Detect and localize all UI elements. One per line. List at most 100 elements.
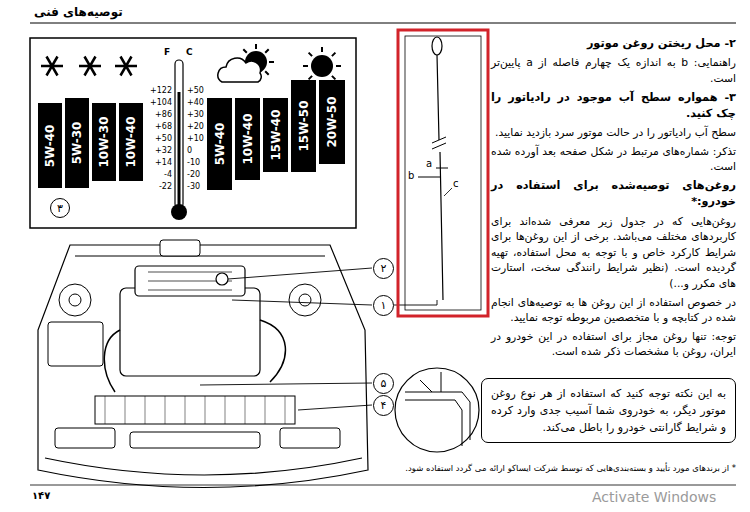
level-mark bbox=[418, 177, 441, 178]
header-rule bbox=[30, 23, 736, 24]
watermark: Activate Windows bbox=[592, 489, 716, 506]
section-heading: روغن‌های توصیه‌شده برای استفاده در خودرو… bbox=[491, 178, 736, 211]
thermometer-bulb bbox=[171, 204, 187, 220]
celsius-value: -10 bbox=[187, 158, 200, 168]
oil-grade-label: 5W-30 bbox=[70, 122, 84, 165]
fahrenheit-value: +122 bbox=[150, 86, 172, 96]
sun-icon bbox=[311, 55, 333, 77]
oil-grade-label: 15W-40 bbox=[269, 109, 283, 160]
callout-number: ۱ bbox=[373, 295, 394, 316]
fahrenheit-value: +86 bbox=[155, 110, 172, 120]
hood-edge bbox=[75, 256, 325, 257]
oil-grade-label: 10W-30 bbox=[97, 116, 111, 167]
scale-unit: F bbox=[164, 47, 170, 58]
strut-tower bbox=[289, 284, 321, 316]
warning-text: به این نکته توجه کنید که استفاده از هر ن… bbox=[491, 385, 726, 436]
footer-rule bbox=[30, 485, 736, 486]
cylinder-head-cover bbox=[135, 266, 245, 296]
page-number: ۱۴۷ bbox=[32, 490, 50, 502]
detail-lines bbox=[405, 372, 470, 446]
oil-grade-label: 20W-50 bbox=[325, 96, 339, 147]
oil-grade-label: 5W-40 bbox=[213, 123, 227, 166]
thermometer-tube bbox=[175, 60, 183, 208]
level-mark bbox=[436, 168, 448, 169]
coolant-tank bbox=[160, 240, 200, 256]
mark-leader bbox=[444, 188, 452, 196]
celsius-value: -30 bbox=[187, 182, 200, 192]
oil-grade-bar: 10W-30 bbox=[91, 103, 117, 181]
car-body-outline bbox=[38, 245, 368, 488]
fahrenheit-value: +104 bbox=[150, 98, 172, 108]
fahrenheit-value: -22 bbox=[159, 182, 172, 192]
dipstick-frame bbox=[405, 36, 481, 310]
text-column: ۲- محل ریختن روغن موتور راهنمایی: b به ان… bbox=[491, 36, 736, 363]
snowflake-icon bbox=[79, 57, 101, 76]
chart-frame bbox=[30, 38, 356, 228]
snowflake-icon bbox=[41, 57, 63, 76]
oil-grade-bar: 20W-50 bbox=[318, 80, 346, 164]
oil-grade-bar: 10W-40 bbox=[118, 103, 144, 181]
oil-grade-bar: 5W-40 bbox=[37, 103, 63, 188]
oil-filler-cap bbox=[216, 273, 228, 285]
callout-number: ۵ bbox=[373, 373, 394, 394]
strut-top bbox=[299, 294, 311, 306]
body-text: راهنمایی: b به اندازه یک چهارم فاصله از … bbox=[491, 55, 736, 86]
fahrenheit-value: +68 bbox=[155, 122, 172, 132]
oil-grade-bar: 15W-50 bbox=[290, 80, 317, 172]
callout-number: ۲ bbox=[373, 258, 394, 279]
warning-box: به این نکته توجه کنید که استفاده از هر ن… bbox=[481, 378, 736, 443]
celsius-value: -20 bbox=[187, 170, 200, 180]
section-heading: ۳- همواره سطح آب موجود در رادیاتور را چک… bbox=[491, 90, 736, 123]
thermometer-mercury bbox=[178, 92, 181, 208]
section-heading: ۲- محل ریختن روغن موتور bbox=[491, 36, 736, 52]
dipstick-ring bbox=[432, 37, 442, 55]
celsius-value: +30 bbox=[187, 110, 204, 120]
headlight bbox=[55, 428, 115, 448]
dipstick-mark: a bbox=[426, 158, 432, 170]
callout-number: ۴ bbox=[373, 395, 394, 416]
dipstick-mark: c bbox=[453, 178, 459, 190]
snowflake-icon bbox=[115, 57, 137, 76]
fahrenheit-value: +32 bbox=[155, 146, 172, 156]
fahrenheit-value: -4 bbox=[164, 170, 172, 180]
cover-ribs bbox=[148, 272, 232, 290]
callout-digit: ۳ bbox=[57, 203, 63, 214]
callout-digit: ۱ bbox=[381, 300, 387, 311]
fahrenheit-value: +50 bbox=[155, 134, 172, 144]
oil-grade-bar: 5W-30 bbox=[64, 98, 90, 188]
oil-grade-label: 5W-40 bbox=[43, 124, 57, 167]
fahrenheit-value: +14 bbox=[155, 158, 172, 168]
dipstick-mark: b bbox=[408, 170, 414, 182]
celsius-value: +20 bbox=[187, 122, 204, 132]
body-text: توجه: تنها روغن مجاز برای استفاده در این… bbox=[491, 329, 736, 360]
strut-tower bbox=[59, 284, 91, 316]
celsius-value: +10 bbox=[187, 134, 204, 144]
oil-grade-label: 15W-50 bbox=[297, 100, 311, 151]
battery bbox=[48, 322, 103, 366]
dipstick-leader bbox=[394, 300, 437, 305]
callout-number: ۳ bbox=[50, 198, 70, 218]
radiator bbox=[95, 396, 295, 424]
body-text: در خصوص استفاده از این روغن ها به توصیه‌… bbox=[491, 295, 736, 326]
oil-grade-bar: 10W-40 bbox=[234, 98, 261, 180]
celsius-value: +50 bbox=[187, 86, 204, 96]
detail-inset bbox=[395, 368, 479, 452]
headlight bbox=[280, 428, 340, 448]
callout-digit: ۲ bbox=[381, 263, 387, 274]
scale-unit: C bbox=[186, 47, 193, 58]
footnote: * از برندهای مورد تأیید و بسته‌بندی‌هایی… bbox=[405, 463, 736, 473]
celsius-value: +40 bbox=[187, 98, 204, 108]
body-text: روغن‌هایی که در جدول زیر معرفی شده‌اند ب… bbox=[491, 214, 736, 292]
page-header: توصیه‌های فنی bbox=[34, 5, 123, 19]
grille bbox=[130, 432, 260, 448]
hoses bbox=[104, 320, 285, 392]
body-text: تذکر: شماره‌های مرتبط در شکل صفحه بعد آو… bbox=[491, 144, 736, 175]
oil-grade-label: 10W-40 bbox=[124, 116, 138, 167]
radiator-fins bbox=[105, 396, 285, 424]
oil-grade-bar: 5W-40 bbox=[206, 98, 233, 190]
bumper bbox=[45, 458, 362, 475]
strut-top bbox=[69, 294, 81, 306]
leader-lines bbox=[200, 268, 372, 410]
body-text: سطح آب رادیاتور را در حالت موتور سرد باز… bbox=[491, 125, 736, 141]
